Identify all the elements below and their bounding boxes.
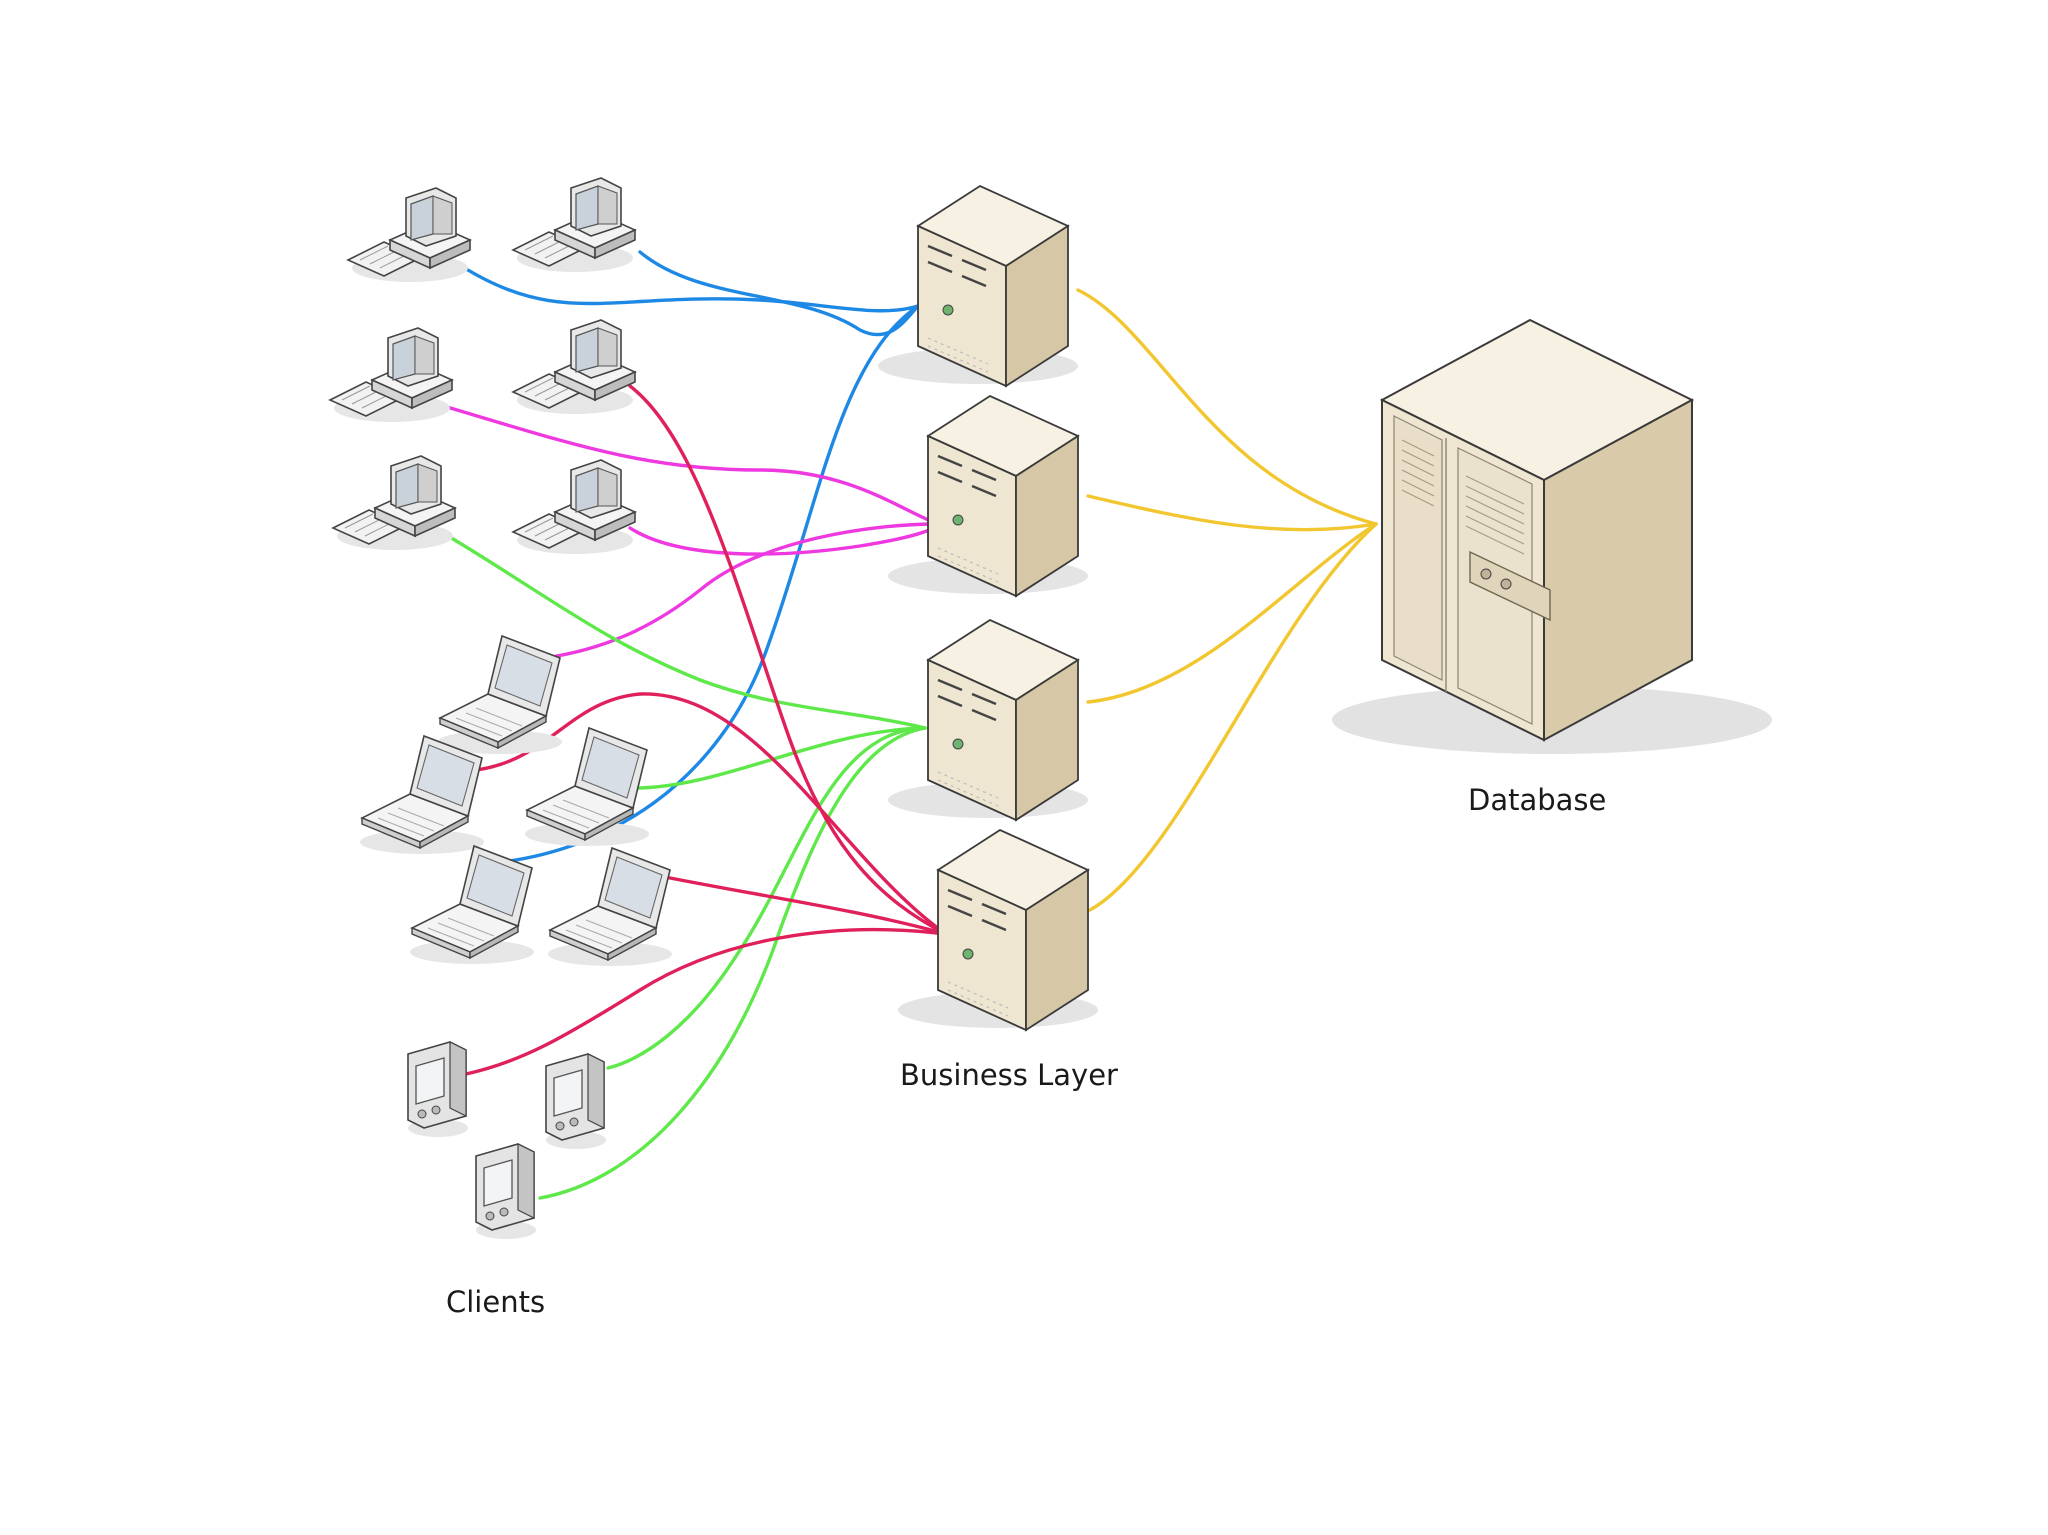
connection-yellow-2	[1086, 494, 1378, 532]
desktop-computer-icon	[512, 319, 636, 415]
desktop-computer-icon	[512, 459, 636, 555]
connection-green-1	[436, 528, 927, 730]
connection-yellow-1	[1076, 288, 1378, 526]
server-tower-icon	[876, 184, 1080, 388]
connection-green-2	[628, 726, 927, 790]
server-tower-icon	[886, 394, 1090, 598]
business-layer-label: Business Layer	[900, 1058, 1118, 1092]
connection-magenta-2	[628, 522, 940, 556]
connection-magenta-1	[428, 400, 940, 526]
connection-yellow-4	[1088, 522, 1378, 912]
laptop-icon	[359, 735, 485, 855]
desktop-computer-icon	[329, 327, 453, 423]
clients-label: Clients	[446, 1285, 546, 1319]
connection-yellow-3	[1086, 522, 1378, 704]
laptop-icon	[437, 635, 563, 755]
desktop-computer-icon	[332, 455, 456, 551]
connection-red-1	[628, 384, 948, 936]
handheld-device-icon	[545, 1053, 607, 1150]
handheld-device-icon	[475, 1143, 537, 1240]
connection-red-3	[658, 874, 948, 936]
desktop-computer-icon	[347, 187, 471, 283]
desktop-computer-icon	[512, 177, 636, 273]
database-server-icon	[1331, 319, 1773, 755]
connection-green-3	[606, 726, 927, 1070]
connection-blue-1	[453, 260, 920, 313]
database-label: Database	[1468, 783, 1607, 817]
server-tower-icon	[886, 618, 1090, 822]
handheld-device-icon	[407, 1041, 469, 1138]
laptop-icon	[409, 845, 535, 965]
laptop-icon	[547, 847, 673, 967]
connection-green-4	[538, 726, 927, 1200]
connection-magenta-3	[543, 522, 940, 660]
connection-red-4	[464, 927, 948, 1076]
connection-blue-2	[638, 250, 920, 337]
